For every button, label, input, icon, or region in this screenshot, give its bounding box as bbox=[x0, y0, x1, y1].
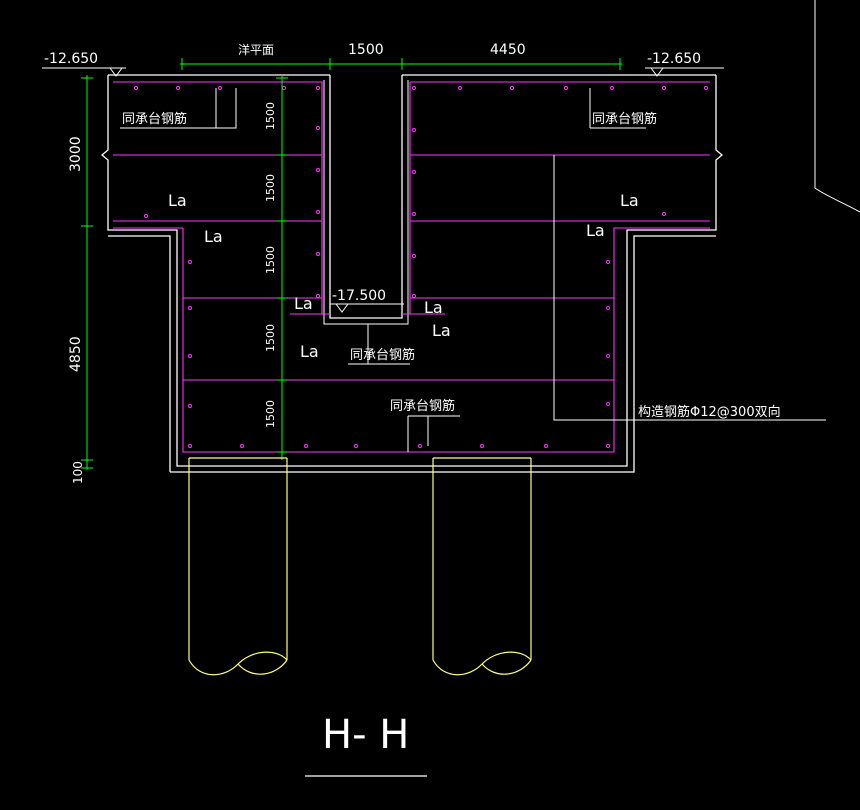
rebar-dots bbox=[133, 85, 709, 449]
dimension-left-upper: 3000 bbox=[68, 136, 84, 172]
cap-note-pit: 同承台钢筋 bbox=[350, 347, 415, 363]
dimension-left-lower: 4850 bbox=[68, 336, 84, 372]
layer-spacing-4: 1500 bbox=[264, 324, 277, 352]
anchorage-label-5: La bbox=[294, 294, 313, 313]
cap-note-bottom: 同承台钢筋 bbox=[390, 398, 455, 414]
layer-spacing-2: 1500 bbox=[264, 174, 277, 202]
cap-note-top-left: 同承台钢筋 bbox=[122, 111, 187, 127]
structural-rebar-note: 构造钢筋Φ12@300双向 bbox=[638, 404, 781, 420]
anchorage-label-6: La bbox=[300, 342, 319, 361]
dimension-lines bbox=[81, 58, 622, 470]
dimension-left-bottom: 100 bbox=[71, 461, 85, 484]
leader-lines bbox=[42, 67, 826, 452]
dimension-top-label-1: 洋平面 bbox=[238, 42, 274, 57]
section-title: H- H bbox=[322, 712, 409, 758]
anchorage-label-1: La bbox=[168, 191, 187, 210]
layer-spacing-5: 1500 bbox=[264, 400, 277, 428]
layer-spacing-3: 1500 bbox=[264, 246, 277, 274]
anchorage-label-2: La bbox=[204, 227, 223, 246]
elevation-left-top: -12.650 bbox=[44, 51, 98, 67]
layer-spacing-1: 1500 bbox=[264, 102, 277, 130]
elevation-right-top: -12.650 bbox=[647, 51, 701, 67]
rebar-lines bbox=[113, 81, 710, 453]
adjacent-structure-edge bbox=[814, 0, 860, 213]
pile-left bbox=[188, 457, 288, 676]
anchorage-label-3: La bbox=[620, 191, 639, 210]
dimension-top-label-2: 1500 bbox=[348, 42, 384, 58]
dimension-top-label-3: 4450 bbox=[490, 42, 526, 58]
anchorage-label-7: La bbox=[424, 298, 443, 317]
anchorage-label-8: La bbox=[432, 321, 451, 340]
concrete-outline bbox=[100, 74, 724, 473]
pile-right bbox=[432, 457, 532, 676]
elevation-pit-bottom: -17.500 bbox=[332, 288, 386, 304]
anchorage-label-4: La bbox=[586, 221, 605, 240]
cap-note-top-right: 同承台钢筋 bbox=[592, 111, 657, 127]
